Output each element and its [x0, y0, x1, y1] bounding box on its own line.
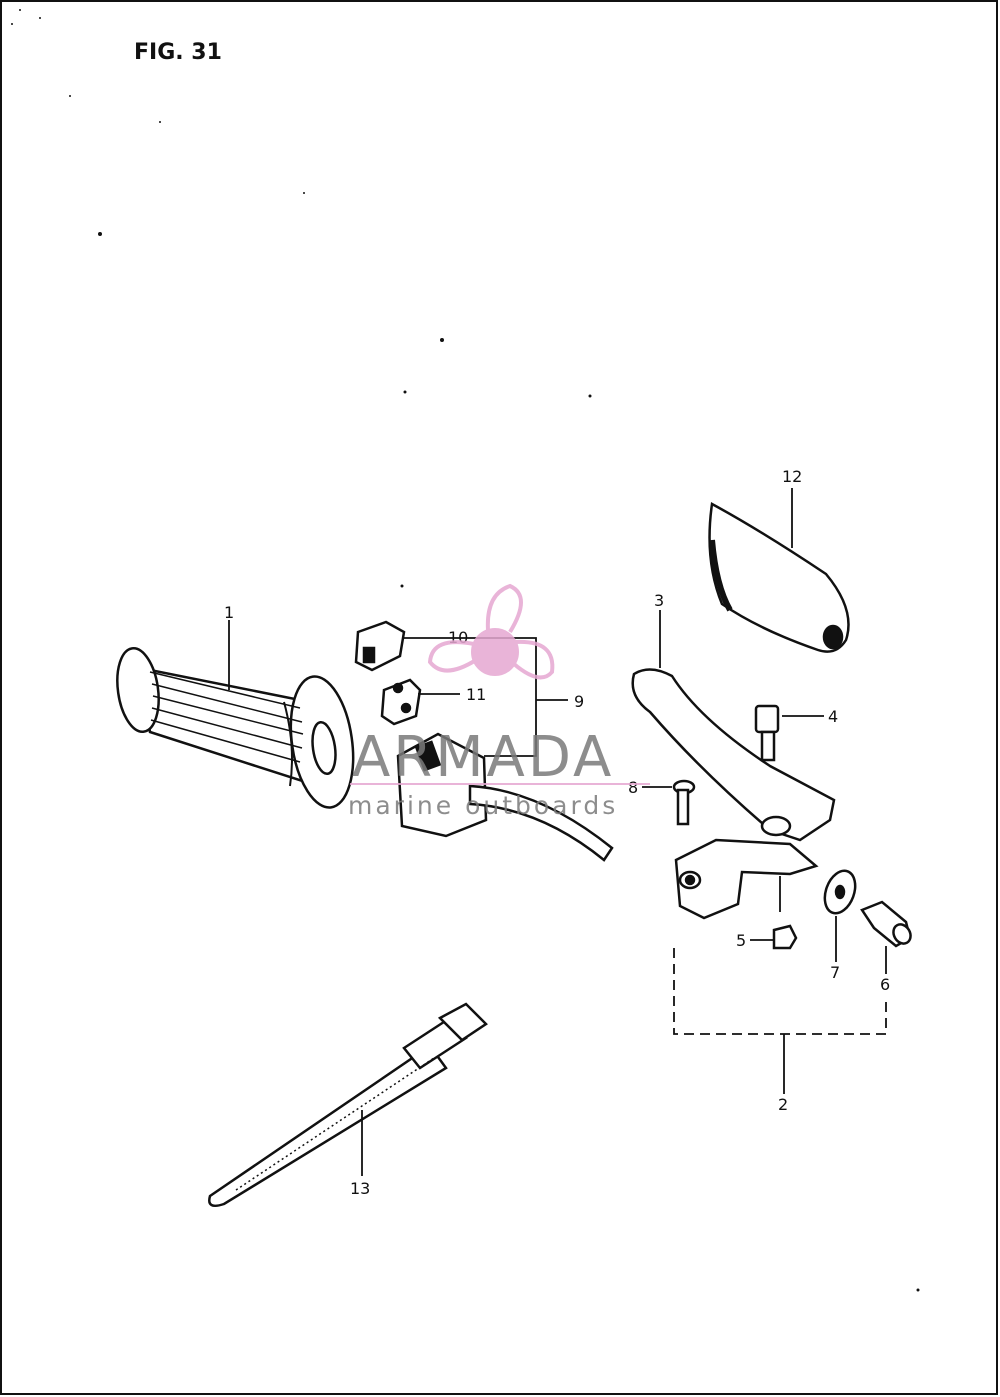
propeller-blade-left: [427, 640, 478, 673]
callout-8: 8: [628, 778, 638, 797]
watermark: ARMADA marine outboards: [348, 583, 650, 820]
leader-lines: [228, 488, 887, 1176]
callout-12: 12: [782, 467, 802, 486]
callout-3: 3: [654, 591, 664, 610]
part-grip: [116, 647, 355, 809]
part-lever-cover: [708, 502, 850, 653]
part-switch-knob: [354, 620, 406, 672]
watermark-brand: ARMADA: [352, 725, 614, 790]
part-pivot-bolt: [754, 704, 780, 762]
propeller-logo-icon: [427, 583, 555, 680]
part-washer: [823, 869, 857, 915]
callout-5: 5: [736, 931, 746, 950]
callout-2: 2: [778, 1095, 788, 1114]
callout-9: 9: [574, 692, 584, 711]
part-screw: [672, 779, 696, 826]
callout-7: 7: [830, 963, 840, 982]
part-cable-tie: [208, 1002, 488, 1207]
part-nut: [772, 924, 798, 950]
propeller-blade-top: [485, 583, 523, 634]
callout-13: 13: [350, 1179, 370, 1198]
callout-labels: 1 2 3 4 5 6 7 8 9 10 11 12 13: [224, 467, 890, 1198]
part-clip: [380, 678, 422, 726]
scan-specks: [11, 9, 920, 1292]
callout-4: 4: [828, 707, 838, 726]
part-bolt: [860, 900, 912, 948]
part-clutch-lever: [631, 668, 836, 842]
propeller-blade-right: [512, 639, 555, 680]
callout-6: 6: [880, 975, 890, 994]
part-lever-holder: [674, 838, 819, 920]
watermark-tagline: marine outboards: [348, 791, 618, 820]
callout-1: 1: [224, 603, 234, 622]
figure-label: FIG. 31: [134, 40, 222, 65]
callout-11: 11: [466, 685, 486, 704]
propeller-hub: [471, 628, 519, 676]
